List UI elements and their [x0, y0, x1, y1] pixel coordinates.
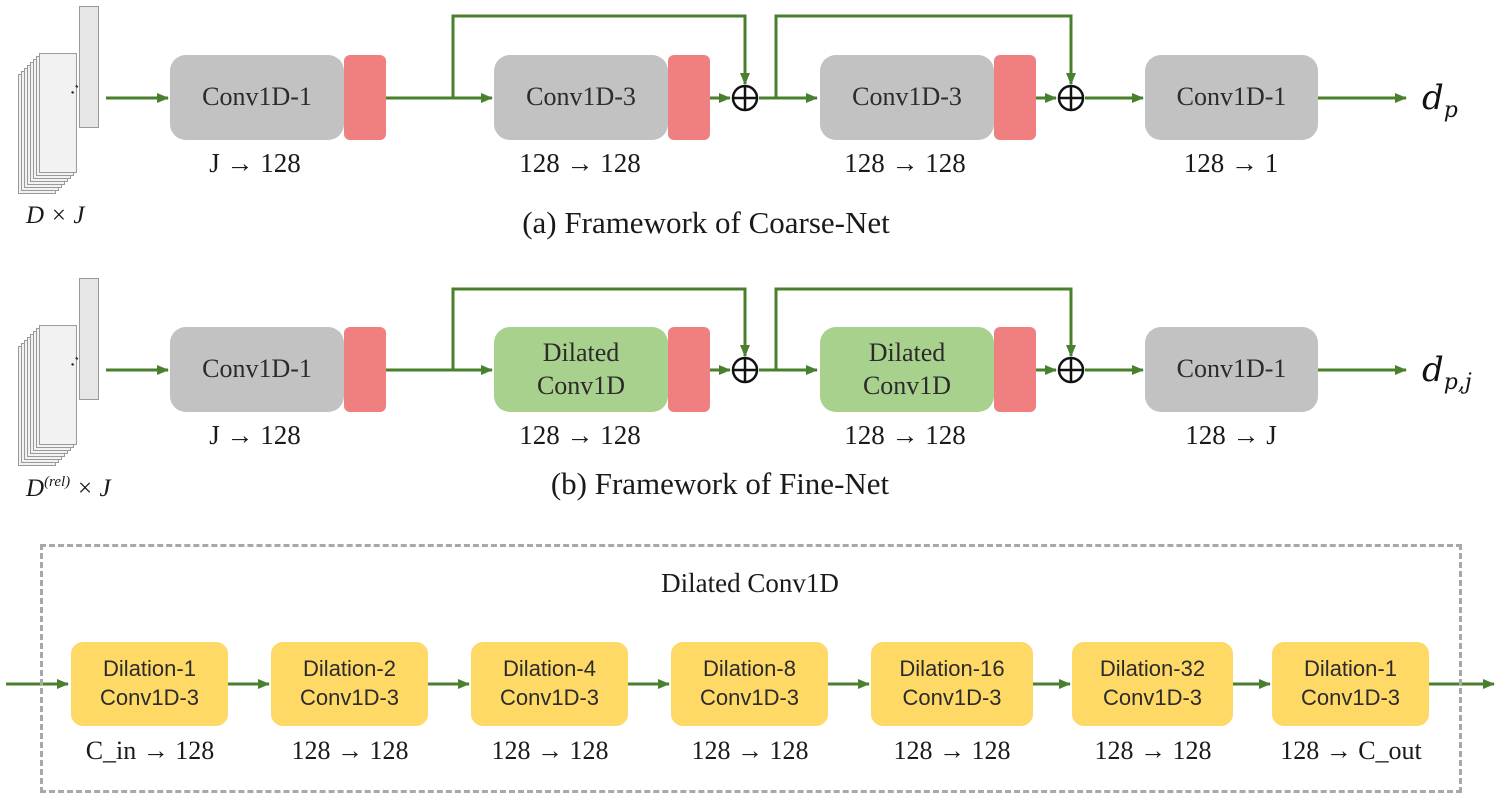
block-line2: Conv1D-3 — [1102, 685, 1203, 710]
activation-block — [668, 55, 710, 140]
coarse-conv1d-3-block: Conv1D-3 — [494, 55, 668, 140]
block-label-line2: Conv1D — [862, 370, 952, 400]
block-line2: Conv1D-3 — [499, 685, 600, 710]
dilation-16-conv-block: Dilation-16 Conv1D-3 — [871, 642, 1033, 726]
fine-dilated-conv1d-block: Dilated Conv1D — [494, 327, 668, 412]
fine-input-label: D(rel) × J — [26, 474, 111, 502]
dilated-dims-4: 128 → 128 — [691, 736, 809, 765]
add-icon — [1057, 356, 1085, 384]
block-label-line1: Dilated — [868, 338, 946, 367]
coarse-input-tensor-icon: ··· — [16, 4, 106, 194]
fine-output-label: dp,j — [1422, 350, 1472, 395]
block-line1: Dilation-4 — [503, 656, 596, 682]
fine-input-tensor-icon: ··· — [16, 276, 106, 466]
block-label: Conv1D-1 — [1176, 82, 1287, 112]
dilation-32-conv-block: Dilation-32 Conv1D-3 — [1072, 642, 1233, 726]
block-line1: Dilation-16 — [899, 656, 1005, 682]
add-icon — [1057, 84, 1085, 112]
block-label: Conv1D-1 — [202, 82, 312, 112]
coarse-input-label: D × J — [26, 202, 85, 229]
coarse-dims-1: J → 128 — [209, 148, 301, 178]
activation-block — [344, 327, 386, 412]
block-label: Conv1D-1 — [202, 354, 312, 384]
fine-dims-4: 128 → J — [1185, 420, 1277, 450]
block-line2: Conv1D-3 — [1300, 685, 1401, 710]
block-label: Conv1D-1 — [1176, 354, 1287, 384]
coarse-conv1d-1-output-block: Conv1D-1 — [1145, 55, 1318, 140]
block-line1: Dilation-2 — [303, 656, 396, 682]
fine-dims-1: J → 128 — [209, 420, 301, 450]
coarse-dims-2: 128 → 128 — [519, 148, 641, 178]
add-icon — [731, 84, 759, 112]
block-line2: Conv1D-3 — [299, 685, 400, 710]
block-line2: Conv1D-3 — [99, 685, 200, 710]
coarse-conv1d-3-block: Conv1D-3 — [820, 55, 994, 140]
dilation-1-conv-block: Dilation-1 Conv1D-3 — [71, 642, 228, 726]
dilation-4-conv-block: Dilation-4 Conv1D-3 — [471, 642, 628, 726]
skip-fine-1 — [451, 287, 750, 370]
fine-conv1d-1-block: Conv1D-1 — [170, 327, 344, 412]
dilated-dims-3: 128 → 128 — [491, 736, 609, 765]
coarse-caption: (a) Framework of Coarse-Net — [522, 205, 890, 240]
fine-dims-2: 128 → 128 — [519, 420, 641, 450]
block-label: Conv1D-3 — [526, 82, 636, 112]
dilated-dims-7: 128 → C_out — [1280, 736, 1422, 765]
fine-caption: (b) Framework of Fine-Net — [550, 466, 890, 501]
dilated-conv1d-detail-box — [40, 544, 1462, 793]
activation-block — [994, 327, 1036, 412]
dilated-conv1d-title: Dilated Conv1D — [661, 568, 839, 598]
block-line1: Dilation-32 — [1099, 656, 1206, 682]
activation-block — [994, 55, 1036, 140]
coarse-dims-4: 128 → 1 — [1183, 148, 1279, 178]
block-label: Conv1D-3 — [852, 82, 962, 112]
block-line2: Conv1D-3 — [902, 685, 1002, 710]
dilated-dims-1: C_in → 128 — [85, 736, 215, 765]
skip-coarse-1 — [451, 14, 750, 98]
block-label-line1: Dilated — [542, 338, 620, 367]
block-line2: Conv1D-3 — [699, 685, 800, 710]
add-icon — [731, 356, 759, 384]
activation-block — [668, 327, 710, 412]
dilation-1-output-conv-block: Dilation-1 Conv1D-3 — [1272, 642, 1429, 726]
dilation-8-conv-block: Dilation-8 Conv1D-3 — [671, 642, 828, 726]
coarse-conv1d-1-block: Conv1D-1 — [170, 55, 344, 140]
skip-coarse-2 — [774, 14, 1076, 98]
dilation-2-conv-block: Dilation-2 Conv1D-3 — [271, 642, 428, 726]
block-line1: Dilation-8 — [703, 656, 796, 682]
coarse-output-label: dp — [1422, 78, 1458, 123]
dilated-dims-5: 128 → 128 — [893, 736, 1011, 765]
fine-dilated-conv1d-block: Dilated Conv1D — [820, 327, 994, 412]
activation-block — [344, 55, 386, 140]
coarse-dims-3: 128 → 128 — [844, 148, 966, 178]
dilated-dims-6: 128 → 128 — [1094, 736, 1212, 765]
block-line1: Dilation-1 — [103, 656, 196, 682]
block-line1: Dilation-1 — [1304, 656, 1397, 682]
fine-conv1d-1-output-block: Conv1D-1 — [1145, 327, 1318, 412]
dilated-dims-2: 128 → 128 — [291, 736, 409, 765]
block-label-line2: Conv1D — [536, 370, 626, 400]
skip-fine-2 — [774, 287, 1076, 370]
fine-dims-3: 128 → 128 — [844, 420, 966, 450]
